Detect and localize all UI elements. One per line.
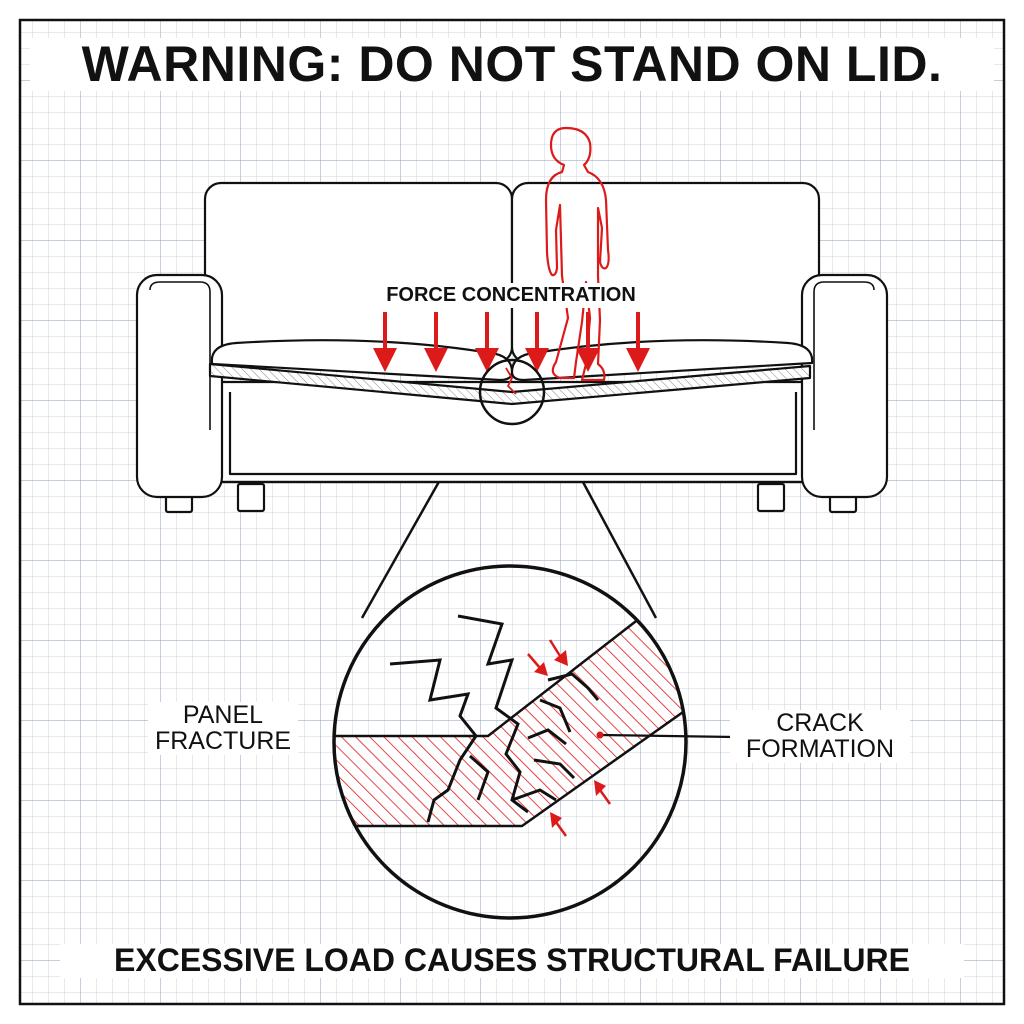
standing-person-icon (544, 126, 610, 382)
structural-failure-caption: EXCESSIVE LOAD CAUSES STRUCTURAL FAILURE (60, 943, 964, 978)
back-cushion-left (203, 181, 514, 365)
panel-fracture-label: PANEL FRACTURE (148, 702, 298, 755)
lid-crack-mark (505, 367, 517, 395)
down-arrow-icon (525, 312, 549, 372)
page-border (18, 18, 1006, 1006)
panel-fracture-label-line1: PANEL (182, 701, 264, 729)
crack-formation-label-line1: CRACK (776, 709, 864, 737)
compression-arrow-icon (527, 653, 548, 676)
compression-arrow-icon (548, 639, 568, 666)
magnifier-focus-circle (478, 358, 546, 426)
compression-arrow-icon (594, 780, 612, 805)
back-cushion-right (510, 181, 821, 365)
zoom-circle-outline (332, 564, 688, 920)
compression-arrow-icon (550, 812, 568, 837)
armrest-left (135, 273, 224, 499)
crack-formation-label-line2: FORMATION (745, 735, 895, 764)
force-concentration-label: FORCE CONCENTRATION (376, 283, 646, 308)
leg (756, 482, 786, 513)
warning-title: WARNING: DO NOT STAND ON LID. (30, 38, 994, 91)
down-arrow-icon (475, 312, 499, 372)
crack-pointer (596, 731, 735, 739)
down-arrow-icon (373, 312, 397, 372)
down-arrow-icon (626, 312, 650, 372)
zoom-detail (332, 564, 688, 920)
leg (236, 482, 266, 513)
panel-fracture-label-line2: FRACTURE (154, 727, 292, 756)
down-arrow-icon (424, 312, 448, 372)
force-arrows (373, 312, 650, 372)
sofa-illustration (135, 181, 889, 514)
crack-formation-label: CRACK FORMATION (730, 710, 910, 763)
down-arrow-icon (576, 312, 600, 372)
armrest-right (800, 273, 889, 499)
lid-panel-sagging (208, 362, 812, 406)
